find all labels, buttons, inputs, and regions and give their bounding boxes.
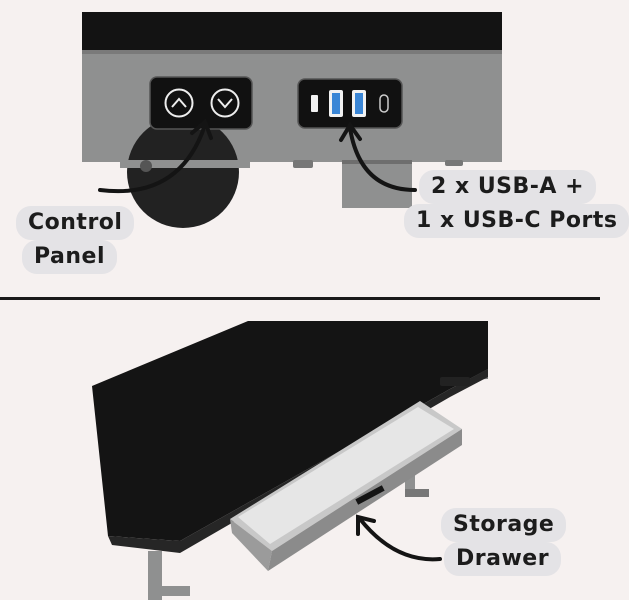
caster-wheel <box>127 116 239 228</box>
drawer-label-line2: Drawer <box>444 542 562 576</box>
usb-a-port-icon <box>329 90 343 117</box>
chevron-down-icon[interactable] <box>210 88 240 118</box>
control-panel-label-line1: Control <box>16 206 135 240</box>
drawer-handle <box>355 485 385 505</box>
desk-drawer-illustration <box>92 321 488 600</box>
control-panel-label-line2: Panel <box>22 240 118 274</box>
usb-a-port-icon <box>352 90 366 117</box>
desktop-surface <box>92 321 488 541</box>
usb-label-line1: 2 x USB-A + <box>419 170 597 204</box>
drawer-view: Storage Drawer <box>0 301 600 600</box>
section-divider <box>0 297 600 300</box>
desktop-edge <box>82 12 502 52</box>
desk-underside-illustration <box>82 12 502 228</box>
usb-c-port-icon <box>379 94 389 113</box>
control-panel-closeup: Control Panel 2 x USB-A + 1 x USB-C Port… <box>0 0 629 298</box>
drawer-label-line1: Storage <box>441 508 567 542</box>
curved-arrow-icon <box>339 121 417 192</box>
chevron-up-icon[interactable] <box>164 88 194 118</box>
usb-c-port-icon <box>311 95 318 112</box>
leg-bracket <box>342 162 412 208</box>
usb-label-line2: 1 x USB-C Ports <box>404 204 629 238</box>
curved-arrow-icon <box>98 118 213 194</box>
curved-arrow-icon <box>356 514 442 562</box>
